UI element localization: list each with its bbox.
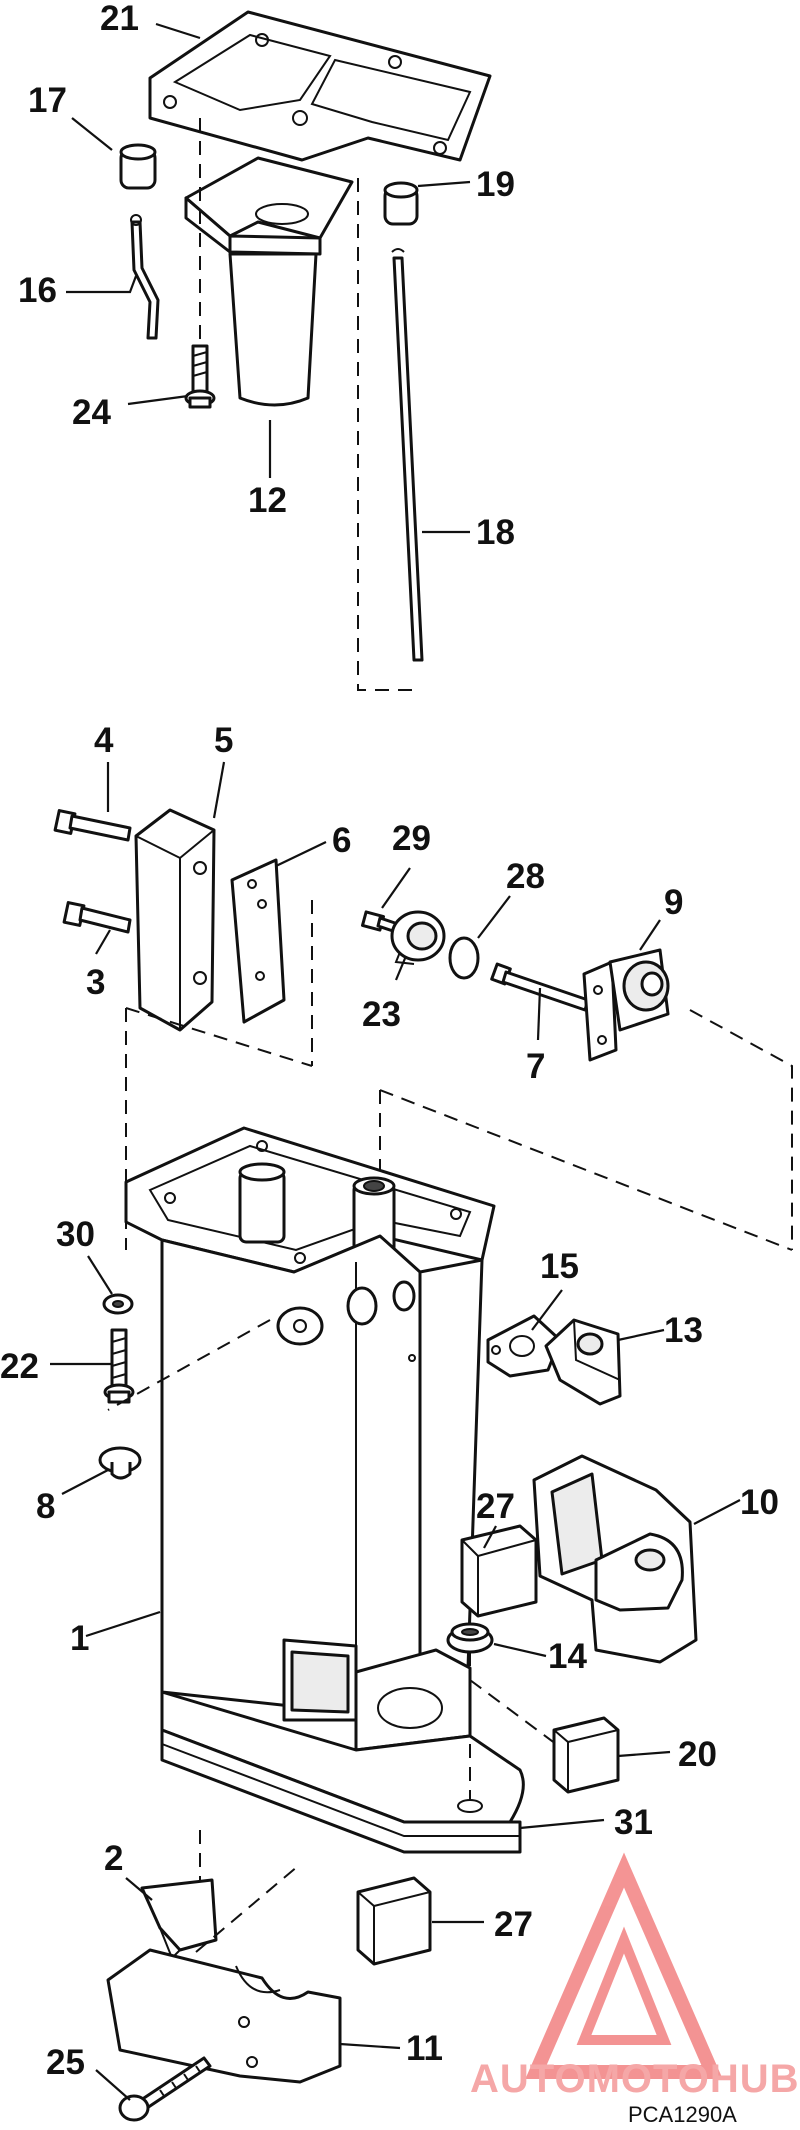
water-tube-16-part (130, 220, 160, 340)
label-27b: 27 (494, 1905, 533, 1944)
grommet-14-part (446, 1622, 494, 1654)
label-25: 25 (46, 2043, 85, 2082)
gasket-15-part (486, 1314, 562, 1378)
label-11: 11 (406, 2029, 443, 2068)
anode-plate-2-part (140, 1878, 218, 1960)
screw-22-part (103, 1328, 135, 1404)
label-8: 8 (36, 1487, 55, 1526)
label-28: 28 (506, 857, 545, 896)
label-16: 16 (18, 271, 57, 310)
rubber-block-27b-part (356, 1876, 432, 1966)
drive-shaft-housing-1-part (124, 1126, 525, 1854)
washer-30-part (102, 1293, 134, 1315)
grommet-19-part (383, 181, 419, 226)
bolt-4-part (53, 809, 132, 842)
label-13: 13 (664, 1311, 703, 1350)
gasket-6-part (230, 858, 286, 1024)
label-31: 31 (614, 1803, 653, 1842)
watermark-logo: AUTOMOTOHUB (470, 1852, 800, 2101)
cap-23-part (390, 910, 446, 965)
bolt-25-part (118, 2056, 212, 2122)
label-7: 7 (526, 1047, 545, 1086)
screw-24-part (184, 344, 216, 409)
rubber-block-20-part (552, 1716, 620, 1794)
label-29: 29 (392, 819, 431, 858)
label-2: 2 (104, 1839, 123, 1878)
bolt-7-part (490, 962, 590, 1012)
watermark-text: AUTOMOTOHUB (470, 2057, 800, 2101)
drawing-code: PCA1290A (628, 2102, 737, 2127)
label-3: 3 (86, 963, 105, 1002)
exhaust-tube-part (184, 156, 354, 407)
bracket-9-part (582, 948, 670, 1062)
lower-mount-10-part (532, 1454, 698, 1664)
label-10: 10 (740, 1483, 779, 1522)
label-12: 12 (248, 481, 287, 520)
label-4: 4 (94, 721, 114, 760)
rubber-block-27a-part (460, 1524, 538, 1618)
bolt-8-part (98, 1446, 142, 1480)
grommet-17-part (119, 143, 157, 190)
label-15: 15 (540, 1247, 579, 1286)
watermark-triangle-icon (525, 1852, 723, 2079)
label-5: 5 (214, 721, 233, 760)
label-21: 21 (100, 0, 139, 38)
label-30: 30 (56, 1215, 95, 1254)
label-24: 24 (72, 393, 111, 432)
label-23: 23 (362, 995, 401, 1034)
label-18: 18 (476, 513, 515, 552)
lower-cover-11-part (106, 1948, 342, 2084)
bracket-13-part (544, 1318, 622, 1406)
label-6: 6 (332, 821, 351, 860)
label-1: 1 (70, 1619, 89, 1658)
label-22: 22 (0, 1347, 39, 1386)
bolt-3-part (62, 901, 132, 934)
o-ring-28-part (448, 936, 480, 980)
label-19: 19 (476, 165, 515, 204)
label-27a: 27 (476, 1487, 515, 1526)
gasket-plate-part (148, 10, 492, 162)
label-20: 20 (678, 1735, 717, 1774)
shift-rod-18-part (392, 256, 424, 662)
label-17: 17 (28, 81, 67, 120)
label-14: 14 (548, 1637, 587, 1676)
cover-5-part (134, 808, 216, 1032)
label-9: 9 (664, 883, 683, 922)
